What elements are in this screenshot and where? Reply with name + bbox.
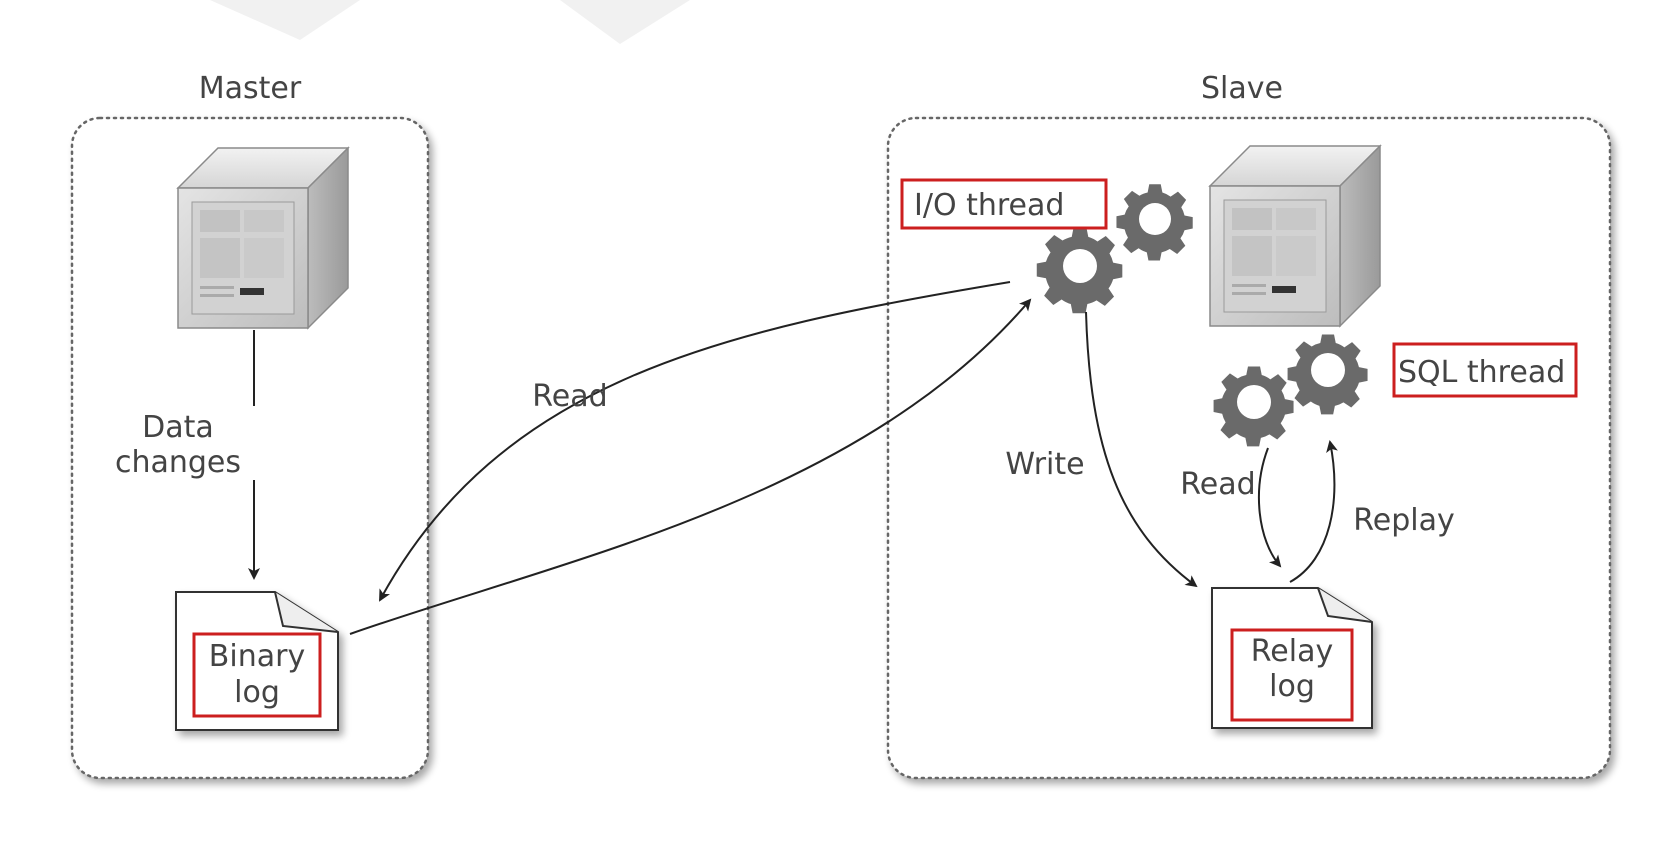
write-label: Write — [1005, 447, 1084, 482]
sql-thread-highlight-box — [1392, 342, 1578, 398]
relay-log-label-line1: Relay — [1251, 634, 1333, 669]
io-thread-label: I/O thread — [914, 188, 1064, 223]
binary-log-label-line1: Binary — [209, 639, 305, 674]
io-thread-highlight-box — [900, 178, 1108, 230]
replay-label: Replay — [1353, 503, 1454, 538]
replay-arrow — [1289, 440, 1338, 583]
binlog-to-io-arrow — [349, 298, 1032, 635]
relay-log-document — [1211, 587, 1373, 729]
binary-log-label-line2: log — [234, 675, 280, 710]
binary-log-document — [175, 591, 339, 731]
sql-thread-gears-icon — [1213, 334, 1368, 447]
data-changes-label-line1: Data — [142, 410, 214, 445]
watermark-shape-right — [560, 0, 690, 44]
relay-log-highlight-box — [1230, 628, 1354, 722]
io-read-arrow — [379, 281, 1011, 602]
slave-title: Slave — [1201, 71, 1283, 106]
sql-thread-label: SQL thread — [1398, 355, 1565, 390]
watermark-shape-left — [210, 0, 360, 40]
data-changes-label-bg — [140, 406, 258, 480]
data-changes-label-line2: changes — [115, 445, 241, 480]
relay-log-label-line2: log — [1269, 669, 1315, 704]
slave-server-icon — [1209, 145, 1381, 327]
sql-read-label: Read — [1180, 467, 1255, 502]
master-server-icon — [177, 147, 349, 329]
write-arrow — [1085, 311, 1198, 588]
binary-log-highlight-box — [192, 632, 322, 718]
master-title: Master — [199, 71, 302, 106]
sql-read-arrow — [1258, 447, 1282, 568]
link-read-label: Read — [532, 379, 607, 414]
io-thread-gears-icon — [1036, 184, 1193, 314]
